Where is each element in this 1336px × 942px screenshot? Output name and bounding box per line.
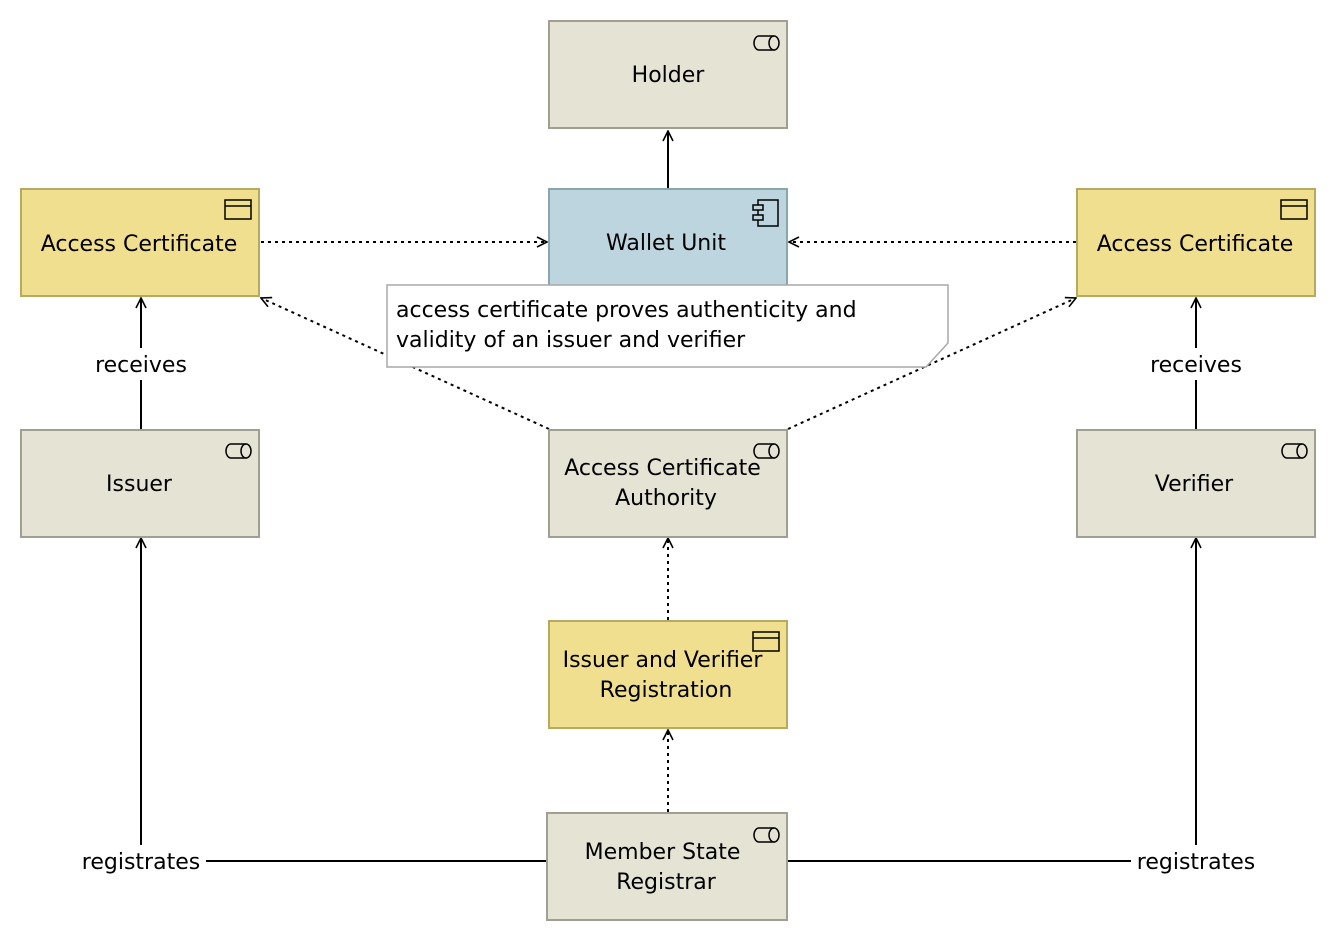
edge-registrar-to-verifier (788, 538, 1196, 862)
node-wallet-unit-label: Wallet Unit (606, 231, 726, 256)
note-text: access certificate proves authenticity a… (396, 298, 864, 353)
node-access-certificate-authority[interactable]: Access Certificate Authority (548, 429, 788, 538)
node-verifier-label: Verifier (1155, 472, 1234, 497)
node-access-certificate-right[interactable]: Access Certificate (1076, 188, 1316, 297)
node-holder-label: Holder (632, 63, 706, 88)
label-receives-left: receives (90, 348, 192, 380)
node-member-state-registrar[interactable]: Member State Registrar (546, 812, 788, 921)
business-object-icon (1280, 199, 1308, 220)
node-registrar-label: Member State Registrar (585, 840, 748, 895)
node-access-certificate-right-label: Access Certificate (1097, 232, 1294, 257)
business-object-icon (752, 631, 780, 652)
svg-text:receives: receives (1150, 353, 1242, 378)
label-registrates-right: registrates (1131, 845, 1261, 877)
node-wallet-unit[interactable]: Wallet Unit (548, 188, 788, 297)
node-issuer-label: Issuer (106, 472, 173, 497)
svg-text:receives: receives (95, 353, 187, 378)
component-icon (752, 199, 779, 227)
label-registrates-left: registrates (76, 845, 206, 877)
node-issuer-verifier-registration[interactable]: Issuer and Verifier Registration (548, 620, 788, 729)
svg-text:registrates: registrates (1137, 850, 1255, 875)
node-access-certificate-left[interactable]: Access Certificate (20, 188, 260, 297)
node-holder[interactable]: Holder (548, 20, 788, 129)
role-icon (1281, 443, 1308, 459)
business-object-icon (224, 199, 252, 220)
note-access-certificate[interactable]: access certificate proves authenticity a… (386, 284, 949, 368)
node-registration-label: Issuer and Verifier Registration (563, 648, 770, 703)
role-icon (225, 443, 252, 459)
node-verifier[interactable]: Verifier (1076, 429, 1316, 538)
label-receives-right: receives (1145, 348, 1247, 380)
node-issuer[interactable]: Issuer (20, 429, 260, 538)
svg-text:registrates: registrates (82, 850, 200, 875)
node-aca-label: Access Certificate Authority (564, 456, 768, 511)
node-access-certificate-left-label: Access Certificate (41, 232, 238, 257)
role-icon (753, 35, 780, 51)
role-icon (753, 443, 780, 459)
role-icon (753, 827, 780, 843)
edge-registrar-to-issuer (141, 538, 547, 862)
